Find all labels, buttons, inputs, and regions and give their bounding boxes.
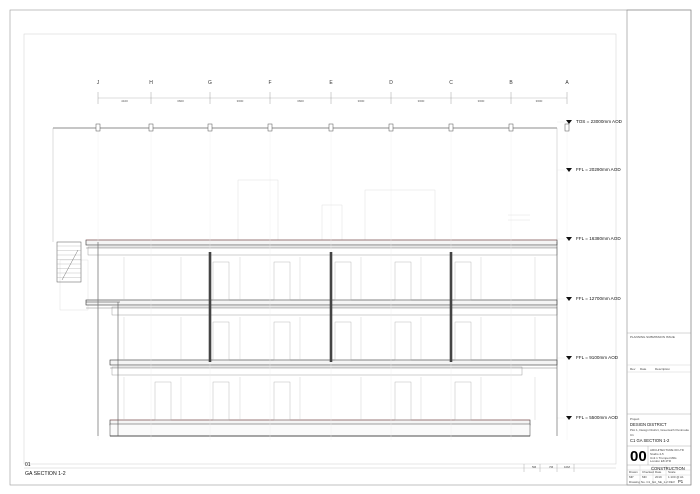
meta-value-checked: MD	[642, 475, 647, 479]
stair-core	[56, 241, 82, 283]
grid-dimension: 3600	[477, 98, 485, 103]
column-cap	[148, 123, 154, 132]
project-code: C1	[630, 433, 634, 437]
column-cap	[207, 123, 213, 132]
scale-mark-10: 10M	[564, 465, 570, 469]
firm-address-line-3: London E8 4TR	[650, 459, 672, 463]
rev-header-description: Description	[655, 367, 671, 371]
level-marker-icon	[566, 356, 572, 360]
project-name: DESIGN DISTRICT	[630, 422, 667, 427]
door-opening	[334, 261, 352, 301]
stair-rail	[61, 249, 79, 281]
scale-mark-5: 5M	[532, 465, 537, 469]
structural-column	[449, 252, 453, 362]
door-opening	[394, 321, 412, 361]
structural-column	[208, 252, 212, 362]
scale-mark-7: 7M	[549, 465, 554, 469]
level-marker-icon	[566, 168, 572, 172]
grid-dimension: 3600	[236, 98, 244, 103]
door-opening	[154, 381, 172, 421]
meta-label-date: Date	[655, 470, 662, 474]
meta-value-drawn: MP	[629, 475, 634, 479]
ceiling-band-2	[111, 306, 558, 316]
column-cap	[328, 123, 334, 132]
level-marker-icon	[566, 297, 572, 301]
grid-label-f: F	[268, 80, 272, 86]
slab-level-2	[109, 359, 558, 366]
column-cap	[388, 123, 394, 132]
grid-label-a: A	[565, 80, 569, 86]
grid-label-g: G	[208, 80, 212, 86]
grid-label-b: B	[509, 80, 513, 86]
door-opening	[454, 321, 472, 361]
issue-note: PLANNING SUBMISSION ISSUE	[630, 335, 675, 339]
grid-label-d: D	[389, 80, 393, 86]
title-block-frame	[626, 9, 692, 486]
column-cap	[95, 123, 101, 132]
column-cap	[448, 123, 454, 132]
roof-slab	[85, 239, 558, 246]
door-opening	[454, 381, 472, 421]
level-label: FFL = 20290mm AOD	[576, 166, 621, 172]
grid-dimension: 3600	[297, 98, 304, 103]
level-label: FFL = 9100mm AOD	[576, 354, 619, 360]
drawing-frame	[23, 33, 617, 465]
ceiling-band-1	[111, 366, 523, 376]
grid-label-c: C	[449, 80, 453, 86]
column-cap	[508, 123, 514, 132]
drawing-number: Drawing No. C1_GA_SE_1-2 REV	[629, 479, 675, 484]
door-opening	[394, 381, 412, 421]
door-opening	[212, 321, 230, 361]
level-marker-icon	[566, 416, 572, 420]
project-label: Project	[630, 417, 640, 421]
column-cap	[564, 123, 570, 132]
meta-label-drawn: Drawn	[629, 470, 638, 474]
door-opening	[273, 321, 291, 361]
project-subtitle: Plot 1, Design District, Greenwich Penin…	[630, 428, 689, 432]
slab-level-3	[85, 299, 558, 306]
door-opening	[334, 321, 352, 361]
revision: P1	[678, 478, 684, 484]
grid-dimension: 3600	[417, 98, 425, 103]
sheet-border-outer	[9, 9, 692, 486]
structural-column	[329, 252, 333, 362]
drawing-status: CONSTRUCTION	[651, 465, 685, 471]
grid-label-h: H	[149, 80, 153, 86]
drawing-title: C1 GA SECTION 1-2	[630, 438, 670, 443]
meta-label-scale: Scale	[668, 470, 676, 474]
firm-logo: 00	[630, 448, 647, 465]
level-label: TOS = 23000mm AOD	[576, 118, 622, 124]
meta-value-scale: 1:100 @ A1	[668, 475, 684, 479]
door-opening	[273, 261, 291, 301]
meta-value-date: 2019	[655, 475, 662, 479]
door-opening	[454, 261, 472, 301]
view-number: 01	[25, 462, 31, 468]
door-opening	[212, 261, 230, 301]
grid-dimension: 3600	[177, 98, 184, 103]
level-marker-icon	[566, 237, 572, 241]
ground-base	[109, 423, 531, 437]
firm-name: ARCHITECTURE 00 LTD	[650, 448, 684, 452]
rev-header-rev: Rev	[630, 367, 636, 371]
firm-address-line-2: Unit 1 Trumpet Mills	[650, 455, 677, 460]
grid-dimension: 4100	[121, 98, 128, 103]
grid-label-e: E	[329, 80, 333, 86]
grid-label-j: J	[96, 80, 100, 86]
column-cap	[267, 123, 273, 132]
view-title: GA SECTION 1-2	[25, 471, 66, 477]
rev-header-date: Date	[640, 367, 647, 371]
door-opening	[394, 261, 412, 301]
meta-label-checked: Checked	[642, 470, 654, 474]
door-opening	[212, 381, 230, 421]
door-opening	[273, 381, 291, 421]
firm-address-line-1: Studio 4-5	[650, 452, 664, 456]
level-label: FFL = 5500mm AOD	[576, 414, 619, 420]
level-label: FFL = 12700mm AOD	[576, 295, 621, 301]
grid-dimension: 3600	[535, 98, 543, 103]
grid-dimension: 3600	[357, 98, 365, 103]
level-label: FFL = 16380mm AOD	[576, 235, 621, 241]
level-marker-icon	[566, 120, 572, 124]
